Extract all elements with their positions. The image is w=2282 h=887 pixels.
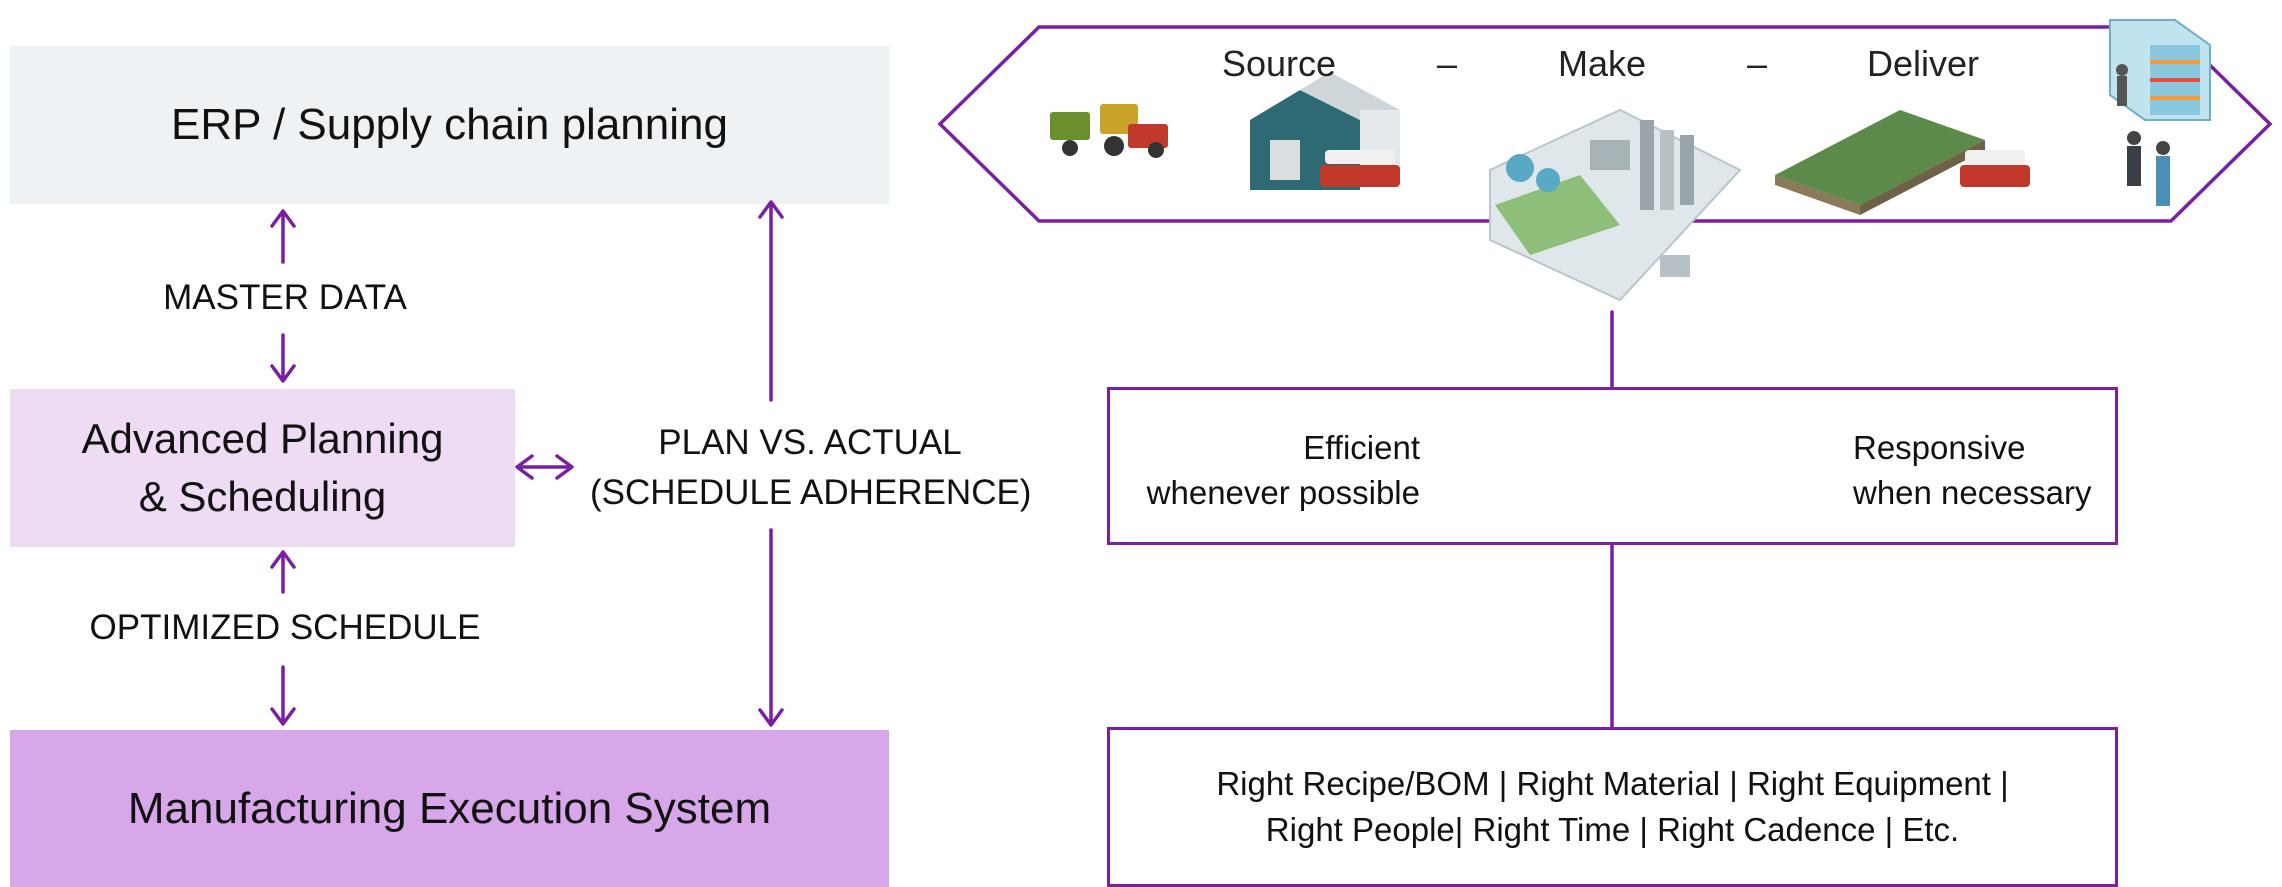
aps-label-line1: Advanced Planning <box>81 415 444 462</box>
source-label: Source <box>1222 43 1337 84</box>
erp-label: ERP / Supply chain planning <box>171 100 728 149</box>
rights-line2: Right People| Right Time | Right Cadence… <box>1265 811 1960 848</box>
warehouse-icon <box>1250 72 1400 190</box>
erp-box: ERP / Supply chain planning <box>10 46 889 204</box>
plan-vs-actual-up-arrow <box>758 200 784 402</box>
plan-vs-actual-down-arrow <box>758 528 784 727</box>
efficient-line2: whenever possible <box>1146 474 1420 511</box>
rights-box: Right Recipe/BOM | Right Material | Righ… <box>1107 727 2118 887</box>
rights-line1: Right Recipe/BOM | Right Material | Righ… <box>1216 765 2009 802</box>
mes-label: Manufacturing Execution System <box>127 783 772 833</box>
dash-separator: – <box>1747 43 1768 84</box>
make-label: Make <box>1558 43 1647 84</box>
efficient-label: Efficient whenever possible <box>1125 425 1420 515</box>
optimized-schedule-up-arrow <box>270 550 296 594</box>
responsive-line1: Responsive <box>1853 429 2026 466</box>
plan-vs-actual-line2: (SCHEDULE ADHERENCE) <box>590 473 1032 512</box>
retail-store-icon <box>2109 19 2211 121</box>
aps-bidirectional-arrow <box>515 454 574 480</box>
aps-box: Advanced Planning & Scheduling <box>10 389 515 547</box>
tractor-icon <box>1050 104 1168 158</box>
plant-icon <box>1489 108 1742 302</box>
dash-separator: – <box>1437 43 1458 84</box>
master-data-up-arrow <box>270 209 296 264</box>
optimized-schedule-down-arrow <box>270 665 296 726</box>
distribution-center-icon <box>1775 110 2030 215</box>
responsive-line2: when necessary <box>1853 474 2092 511</box>
master-data-label: MASTER DATA <box>163 278 407 317</box>
customers-icon <box>2127 131 2170 206</box>
mes-box: Manufacturing Execution System <box>10 730 889 887</box>
plan-vs-actual-label: PLAN VS. ACTUAL (SCHEDULE ADHERENCE) <box>590 418 1032 518</box>
aps-label-line2: & Scheduling <box>138 473 387 520</box>
plan-vs-actual-line1: PLAN VS. ACTUAL <box>658 423 962 462</box>
optimized-schedule-label: OPTIMIZED SCHEDULE <box>89 608 481 647</box>
master-data-down-arrow <box>270 333 296 383</box>
deliver-label: Deliver <box>1867 43 1980 84</box>
responsive-label: Responsive when necessary <box>1853 425 2113 515</box>
efficient-line1: Efficient <box>1303 429 1420 466</box>
balance-box <box>1107 387 2118 545</box>
